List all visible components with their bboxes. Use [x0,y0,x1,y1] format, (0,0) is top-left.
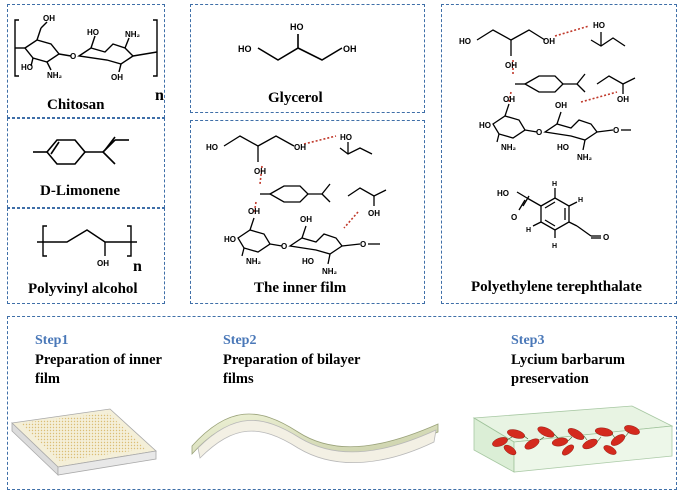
inner-ho-propanol: HO [340,133,352,142]
inner-ho-glycerol: HO [206,143,218,152]
chitosan-nh2-1: NH₂ [47,71,63,80]
step2-desc-line1: Preparation of bilayer [223,352,361,368]
pet-o-acid: O [511,213,517,222]
chitosan-oh-top: OH [43,14,55,23]
glycerol-oh-right: OH [343,44,357,54]
step1-desc-line1: Preparation of inner [35,352,162,368]
step1-desc-line2: film [35,371,60,387]
limonene-structure [33,136,129,165]
inner-oh-glycerol: OH [294,143,306,152]
panel-steps [7,316,677,490]
limonene-label: D-Limonene [40,183,120,199]
chitosan-ho-mid: HO [87,28,99,37]
pet-ho-glycerol: HO [459,37,471,46]
step3-desc: Lycium barbarum preservation [511,351,625,389]
inner-o-methoxy: O [360,240,366,249]
pet-oh-chitosan2: OH [555,101,567,110]
step3-berry-package [472,405,674,473]
pet-o-methoxy: O [613,126,619,135]
berries [492,425,640,456]
pet-oh-glycerol: OH [543,37,555,46]
inner-film-label: The inner film [254,280,347,296]
step2-desc-line2: films [223,371,254,387]
panel-inner-film [190,120,425,304]
pet-h-left-bottom: H [526,227,531,234]
step3-title: Step3 [511,333,545,348]
glycerol-ho-left: HO [238,44,252,54]
glycerol-structure: HO HO OH [238,22,357,61]
chitosan-oh-bottom: OH [111,73,123,82]
inner-ho-chitosan2: HO [302,257,314,266]
chitosan-repeat-n: n [155,87,164,104]
panel-pva [7,208,165,304]
pva-structure: OH [37,225,137,268]
pet-oh-propanol2: OH [617,95,629,104]
inner-oh-glycerol-mid: OH [254,167,266,176]
pet-oh-glycerol-mid: OH [505,61,517,70]
inner-nh2-1: NH₂ [246,257,262,266]
pet-o-link: O [536,128,542,137]
inner-film-structure: HO OH OH HO OH OH HO NH₂ O OH HO NH₂ O [206,133,387,276]
glycerol-ho-top: HO [290,22,304,32]
step2-bilayer-illustration [191,413,439,463]
pet-ho-chitosan2: HO [557,143,569,152]
chitosan-structure: OH HO NH₂ O HO NH₂ OH [14,14,158,82]
chitosan-nh2-2: NH₂ [125,30,141,39]
inner-oh-chitosan2: OH [300,215,312,224]
chitosan-o-link: O [70,52,76,61]
pet-h-right-top: H [578,197,583,204]
inner-o-link: O [281,242,287,251]
step1-film-illustration [11,408,157,476]
chitosan-ho-left: HO [21,63,33,72]
pet-o-ester: O [603,233,609,242]
panel-limonene [7,118,165,208]
glycerol-label: Glycerol [268,90,323,106]
panel-pet [441,4,677,304]
inner-oh-propanol2: OH [368,209,380,218]
pet-h-bottom: H [552,243,557,250]
pva-repeat-n: n [133,258,142,275]
pet-label: Polyethylene terephthalate [471,279,642,295]
step3-desc-line2: preservation [511,371,589,387]
panel-chitosan [7,4,165,118]
step2-desc: Preparation of bilayer films [223,351,360,389]
step1-desc: Preparation of inner film [35,351,162,389]
pet-h-top: H [552,181,557,188]
pet-ho-propanol: HO [593,21,605,30]
inner-ho-chitosan: HO [224,235,236,244]
pet-nh2-1: NH₂ [501,143,517,152]
pva-oh: OH [97,259,109,268]
step2-title: Step2 [223,333,257,348]
inner-nh2-2: NH₂ [322,267,338,276]
step3-desc-line1: Lycium barbarum [511,352,625,368]
inner-oh-chitosan: OH [248,207,260,216]
pet-ho-acid: HO [497,189,509,198]
pet-structure: HO OH OH HO OH OH HO NH₂ O OH HO NH₂ O H… [459,21,636,250]
chitosan-label: Chitosan [47,97,105,113]
pet-nh2-2: NH₂ [577,153,593,162]
panel-glycerol [190,4,425,113]
pet-ho-chitosan: HO [479,121,491,130]
step1-title: Step1 [35,333,69,348]
pva-label: Polyvinyl alcohol [28,281,138,297]
pet-oh-chitosan: OH [503,95,515,104]
